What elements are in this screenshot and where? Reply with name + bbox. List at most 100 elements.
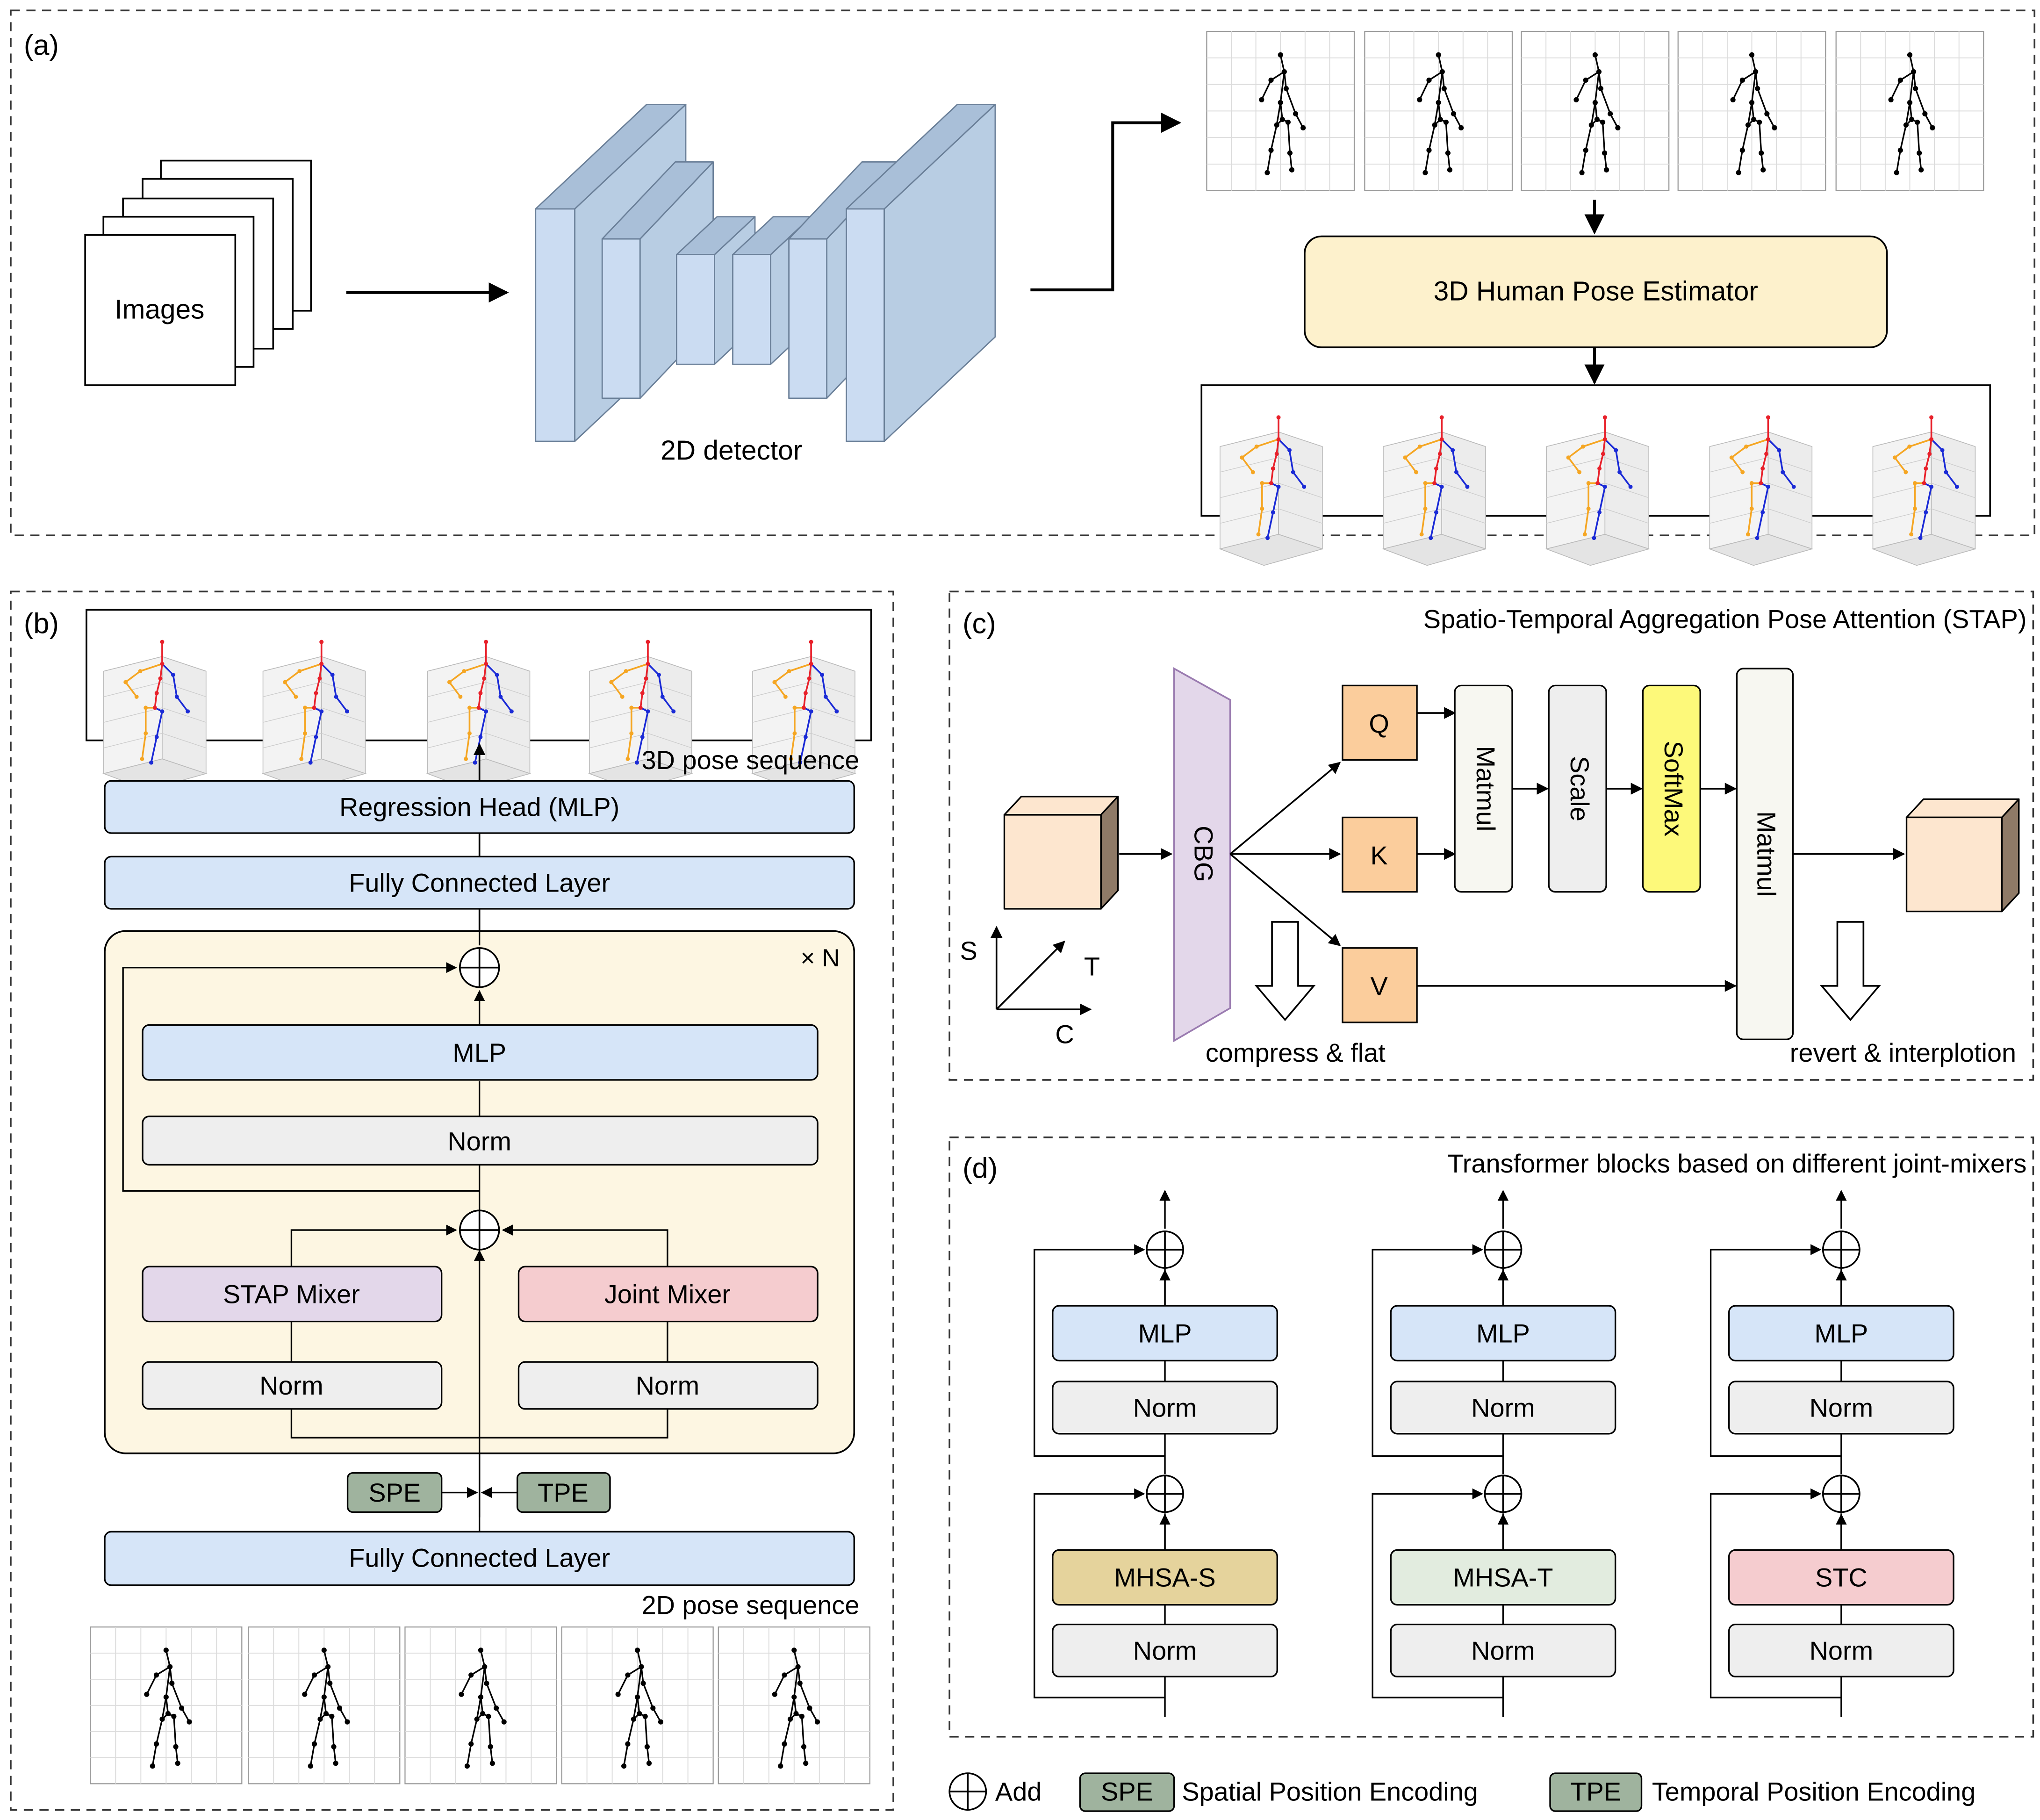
joint-mixer-blocks: MLPNormMHSA-SNormMLPNormMHSA-TNormMLPNor… (1034, 1189, 1954, 1717)
block-1-mlp-label: MLP (1138, 1318, 1192, 1348)
stap-mixer-box (142, 1266, 443, 1323)
output-cube (1905, 798, 2020, 913)
pose-2d-frame-b-3 (404, 1626, 557, 1784)
stap-mixer-label: STAP Mixer (223, 1280, 360, 1309)
block-1-norm-bottom-box (1052, 1623, 1278, 1678)
panel-a: (a) Images (10, 9, 2036, 566)
add-circle-d2-top (1484, 1230, 1523, 1269)
panel-a-border (10, 9, 2036, 536)
cbg-label: CBG (1189, 826, 1218, 882)
add-circle-d3-top (1822, 1230, 1860, 1269)
legend-tpe-tag: TPE (1570, 1777, 1621, 1806)
detector-network (535, 104, 996, 442)
block-2-mlp-label: MLP (1476, 1318, 1530, 1348)
legend-tpe-text: Temporal Position Encoding (1652, 1777, 1975, 1806)
joint-mixer-label: Joint Mixer (604, 1280, 731, 1309)
pose-2d-frame-a-5 (1835, 30, 1984, 191)
matmul1-label: Matmul (1471, 746, 1501, 831)
fc-top-label: Fully Connected Layer (349, 868, 610, 898)
mlp-box-b (142, 1024, 819, 1081)
norm-label-b: Norm (447, 1127, 511, 1156)
pose-3d-b-4 (588, 640, 693, 791)
block-3-mlp-box (1728, 1305, 1954, 1362)
tpe-label: TPE (538, 1478, 589, 1507)
images-label: Images (115, 295, 204, 325)
block-3-norm-top-label: Norm (1810, 1393, 1874, 1423)
block-1-mixer-box (1052, 1549, 1278, 1606)
pose-3d-a-3 (1545, 415, 1651, 566)
panel-b-label: (b) (24, 608, 59, 640)
block-2-mlp-box (1390, 1305, 1616, 1362)
legend-tpe-box (1549, 1772, 1643, 1812)
pose-2d-frame-a-3 (1521, 30, 1670, 191)
mlp-label-b: MLP (453, 1038, 506, 1067)
arrow-detector-to-poses (1030, 113, 1182, 292)
pose-3d-row-a (1219, 415, 1977, 566)
pose-estimator-label: 3D Human Pose Estimator (1434, 276, 1758, 306)
pose-2d-frame-b-2 (248, 1626, 401, 1784)
block-3-norm-bottom-label: Norm (1810, 1636, 1874, 1665)
k-label: K (1370, 841, 1387, 870)
panel-c-title: Spatio-Temporal Aggregation Pose Attenti… (1423, 604, 2027, 633)
repeat-label: × N (801, 944, 840, 972)
pose-2d-frame-b-1 (90, 1626, 243, 1784)
fc-bottom-label: Fully Connected Layer (349, 1543, 610, 1573)
k-box (1342, 816, 1418, 893)
detector-label: 2D detector (661, 435, 802, 466)
add-circle-d2-bottom (1484, 1475, 1523, 1513)
matmul2-box (1736, 668, 1794, 1040)
block-3-mlp-label: MLP (1814, 1318, 1868, 1348)
input-cube (1003, 796, 1119, 910)
panel-b: (b) 3D pose sequence Regression Head (ML… (10, 590, 894, 1811)
compress-label: compress & flat (1206, 1038, 1386, 1067)
panel-a-label: (a) (24, 29, 59, 61)
block-1-norm-top-label: Norm (1133, 1393, 1197, 1423)
pose-2d-frame-b-5 (718, 1626, 870, 1784)
norm-left-label: Norm (259, 1371, 323, 1400)
pose-3d-a-2 (1382, 415, 1487, 566)
scale-box (1548, 684, 1607, 893)
norm-box-b (142, 1115, 819, 1166)
block-b-connections (122, 931, 668, 1518)
revert-label: revert & interplotion (1790, 1038, 2016, 1067)
pose-2d-caption: 2D pose sequence (642, 1590, 860, 1619)
block-2-connections (1372, 1189, 1509, 1717)
axis-c-label: C (1055, 1020, 1074, 1049)
block-1-norm-top-box (1052, 1381, 1278, 1435)
cbg-to-qkv-arrows (1229, 762, 1341, 946)
image-stack: Images (84, 159, 312, 386)
block-2-norm-bottom-box (1390, 1623, 1616, 1678)
spe-label: SPE (368, 1478, 421, 1507)
panel-c: (c) Spatio-Temporal Aggregation Pose Att… (948, 590, 2034, 1081)
pose-3d-a-4 (1708, 415, 1814, 566)
softmax-label: SoftMax (1659, 741, 1688, 837)
q-box (1342, 684, 1418, 761)
block-3-norm-top-box (1728, 1381, 1954, 1435)
cbg-trapezoid (1173, 667, 1231, 1043)
legend-spe-box (1079, 1772, 1175, 1812)
block-3-norm-bottom-box (1728, 1623, 1954, 1678)
panel-d-title: Transformer blocks based on different jo… (1448, 1149, 2027, 1178)
norm-right-label: Norm (636, 1371, 700, 1400)
panel-b-border (10, 590, 894, 1811)
norm-right-box (517, 1361, 819, 1410)
scale-label: Scale (1565, 756, 1595, 821)
pose-2d-row-a (1206, 30, 1984, 191)
legend-spe-text: Spatial Position Encoding (1182, 1777, 1478, 1806)
spe-box (346, 1472, 443, 1513)
pose-2d-frame-a-4 (1677, 30, 1826, 191)
pose-3d-a-5 (1871, 415, 1977, 566)
block-2-norm-top-box (1390, 1381, 1616, 1435)
fc-bottom-box (104, 1531, 855, 1586)
block-1-connections (1034, 1189, 1171, 1717)
matmul1-box (1454, 684, 1513, 893)
block-1-mlp-box (1052, 1305, 1278, 1362)
block-3-connections (1710, 1189, 1847, 1717)
block-2-norm-bottom-label: Norm (1471, 1636, 1535, 1665)
add-circle-d1-bottom (1146, 1475, 1184, 1513)
panel-d: (d) Transformer blocks based on differen… (948, 1136, 2034, 1738)
softmax-box (1642, 684, 1701, 893)
